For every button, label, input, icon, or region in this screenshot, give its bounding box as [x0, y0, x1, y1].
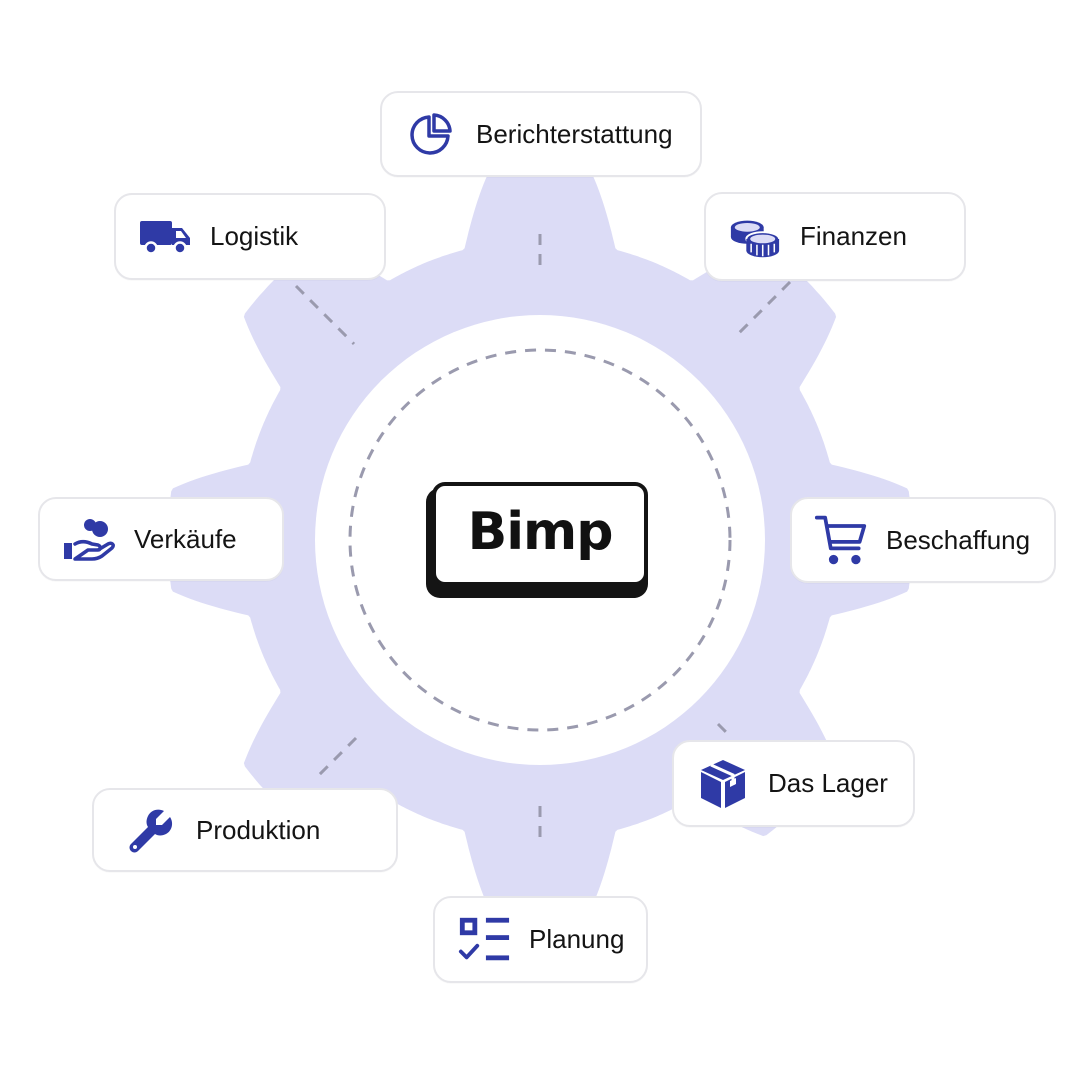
module-card-produktion[interactable]: Produktion: [92, 788, 398, 872]
logo-key-face: Bimp: [432, 482, 648, 586]
coins-icon: [728, 213, 782, 261]
box-icon: [696, 759, 750, 808]
connector-bottom-right: [716, 722, 730, 736]
checklist-icon: [457, 916, 511, 964]
module-card-berichterstattung[interactable]: Berichterstattung: [380, 91, 702, 177]
wrench-icon: [124, 806, 178, 854]
module-label: Berichterstattung: [476, 118, 673, 149]
shopping-cart-icon: [814, 515, 868, 565]
module-card-beschaffung[interactable]: Beschaffung: [790, 497, 1056, 583]
hand-coin-icon: [62, 515, 116, 563]
connector-bottom-left: [312, 736, 358, 782]
bimp-logo: Bimp: [426, 482, 654, 598]
module-label: Planung: [529, 924, 625, 954]
module-card-finanzen[interactable]: Finanzen: [704, 192, 966, 281]
truck-icon: [138, 213, 192, 261]
module-card-logistik[interactable]: Logistik: [114, 193, 386, 280]
dashed-orbit: [348, 348, 732, 732]
logo-text: Bimp: [467, 502, 614, 562]
module-card-lager[interactable]: Das Lager: [672, 740, 915, 827]
connector-top-left: [294, 284, 356, 346]
module-label: Beschaffung: [886, 524, 1031, 555]
module-label: Finanzen: [800, 221, 907, 251]
module-card-planung[interactable]: Planung: [433, 896, 648, 983]
pie-chart-icon: [404, 110, 458, 158]
connector-top-right: [736, 280, 792, 336]
module-label: Logistik: [210, 221, 299, 251]
module-label: Das Lager: [768, 768, 888, 798]
module-label: Produktion: [196, 814, 321, 845]
module-card-verkaeufe[interactable]: Verkäufe: [38, 497, 284, 581]
module-label: Verkäufe: [134, 523, 237, 554]
